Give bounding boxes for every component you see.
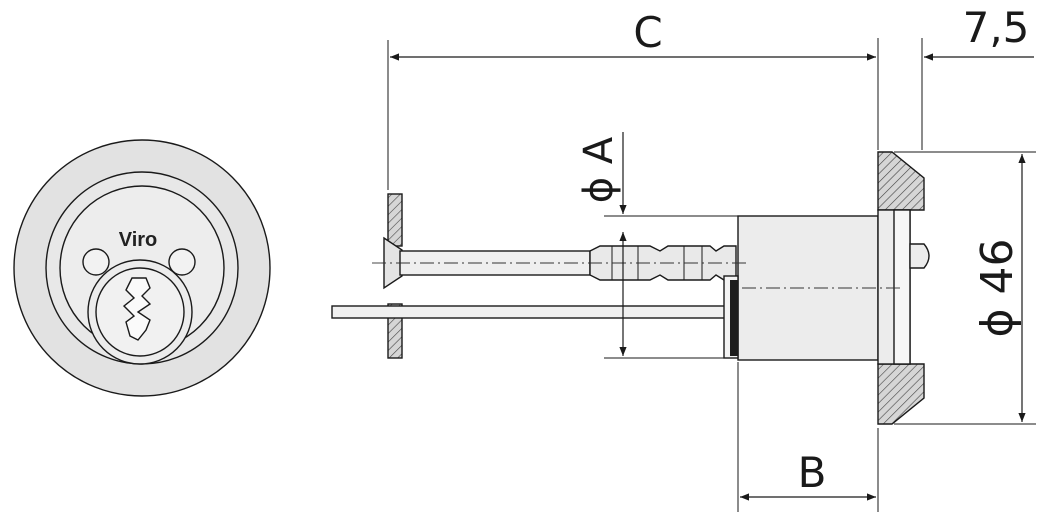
- dim-label-c: C: [633, 8, 662, 57]
- rose-inner-band: [893, 209, 911, 365]
- screw-head: [383, 236, 403, 290]
- front-view: Viro: [13, 139, 271, 397]
- brand-logo: Viro: [119, 229, 158, 251]
- dim-label-b: B: [798, 448, 827, 497]
- rose-knob: [909, 243, 930, 269]
- door-plate-left-upper: [387, 193, 403, 247]
- keyway: [122, 277, 152, 341]
- tailpiece: [331, 305, 729, 319]
- dim-label-pin-diameter: ϕ A: [576, 136, 622, 203]
- dim-label-flange: 7,5: [963, 3, 1030, 52]
- dim-label-rose-diameter: ϕ 46: [972, 239, 1023, 338]
- plug-inner: [95, 267, 185, 357]
- mounting-hole-left: [82, 248, 110, 276]
- mounting-hole-right: [168, 248, 196, 276]
- rose-lower: [877, 363, 925, 425]
- side-view: [331, 151, 930, 425]
- rose-upper: [877, 151, 925, 211]
- body-seal: [730, 280, 738, 356]
- dimensions: C 7,5 ϕ A B ϕ 46: [387, 3, 1036, 512]
